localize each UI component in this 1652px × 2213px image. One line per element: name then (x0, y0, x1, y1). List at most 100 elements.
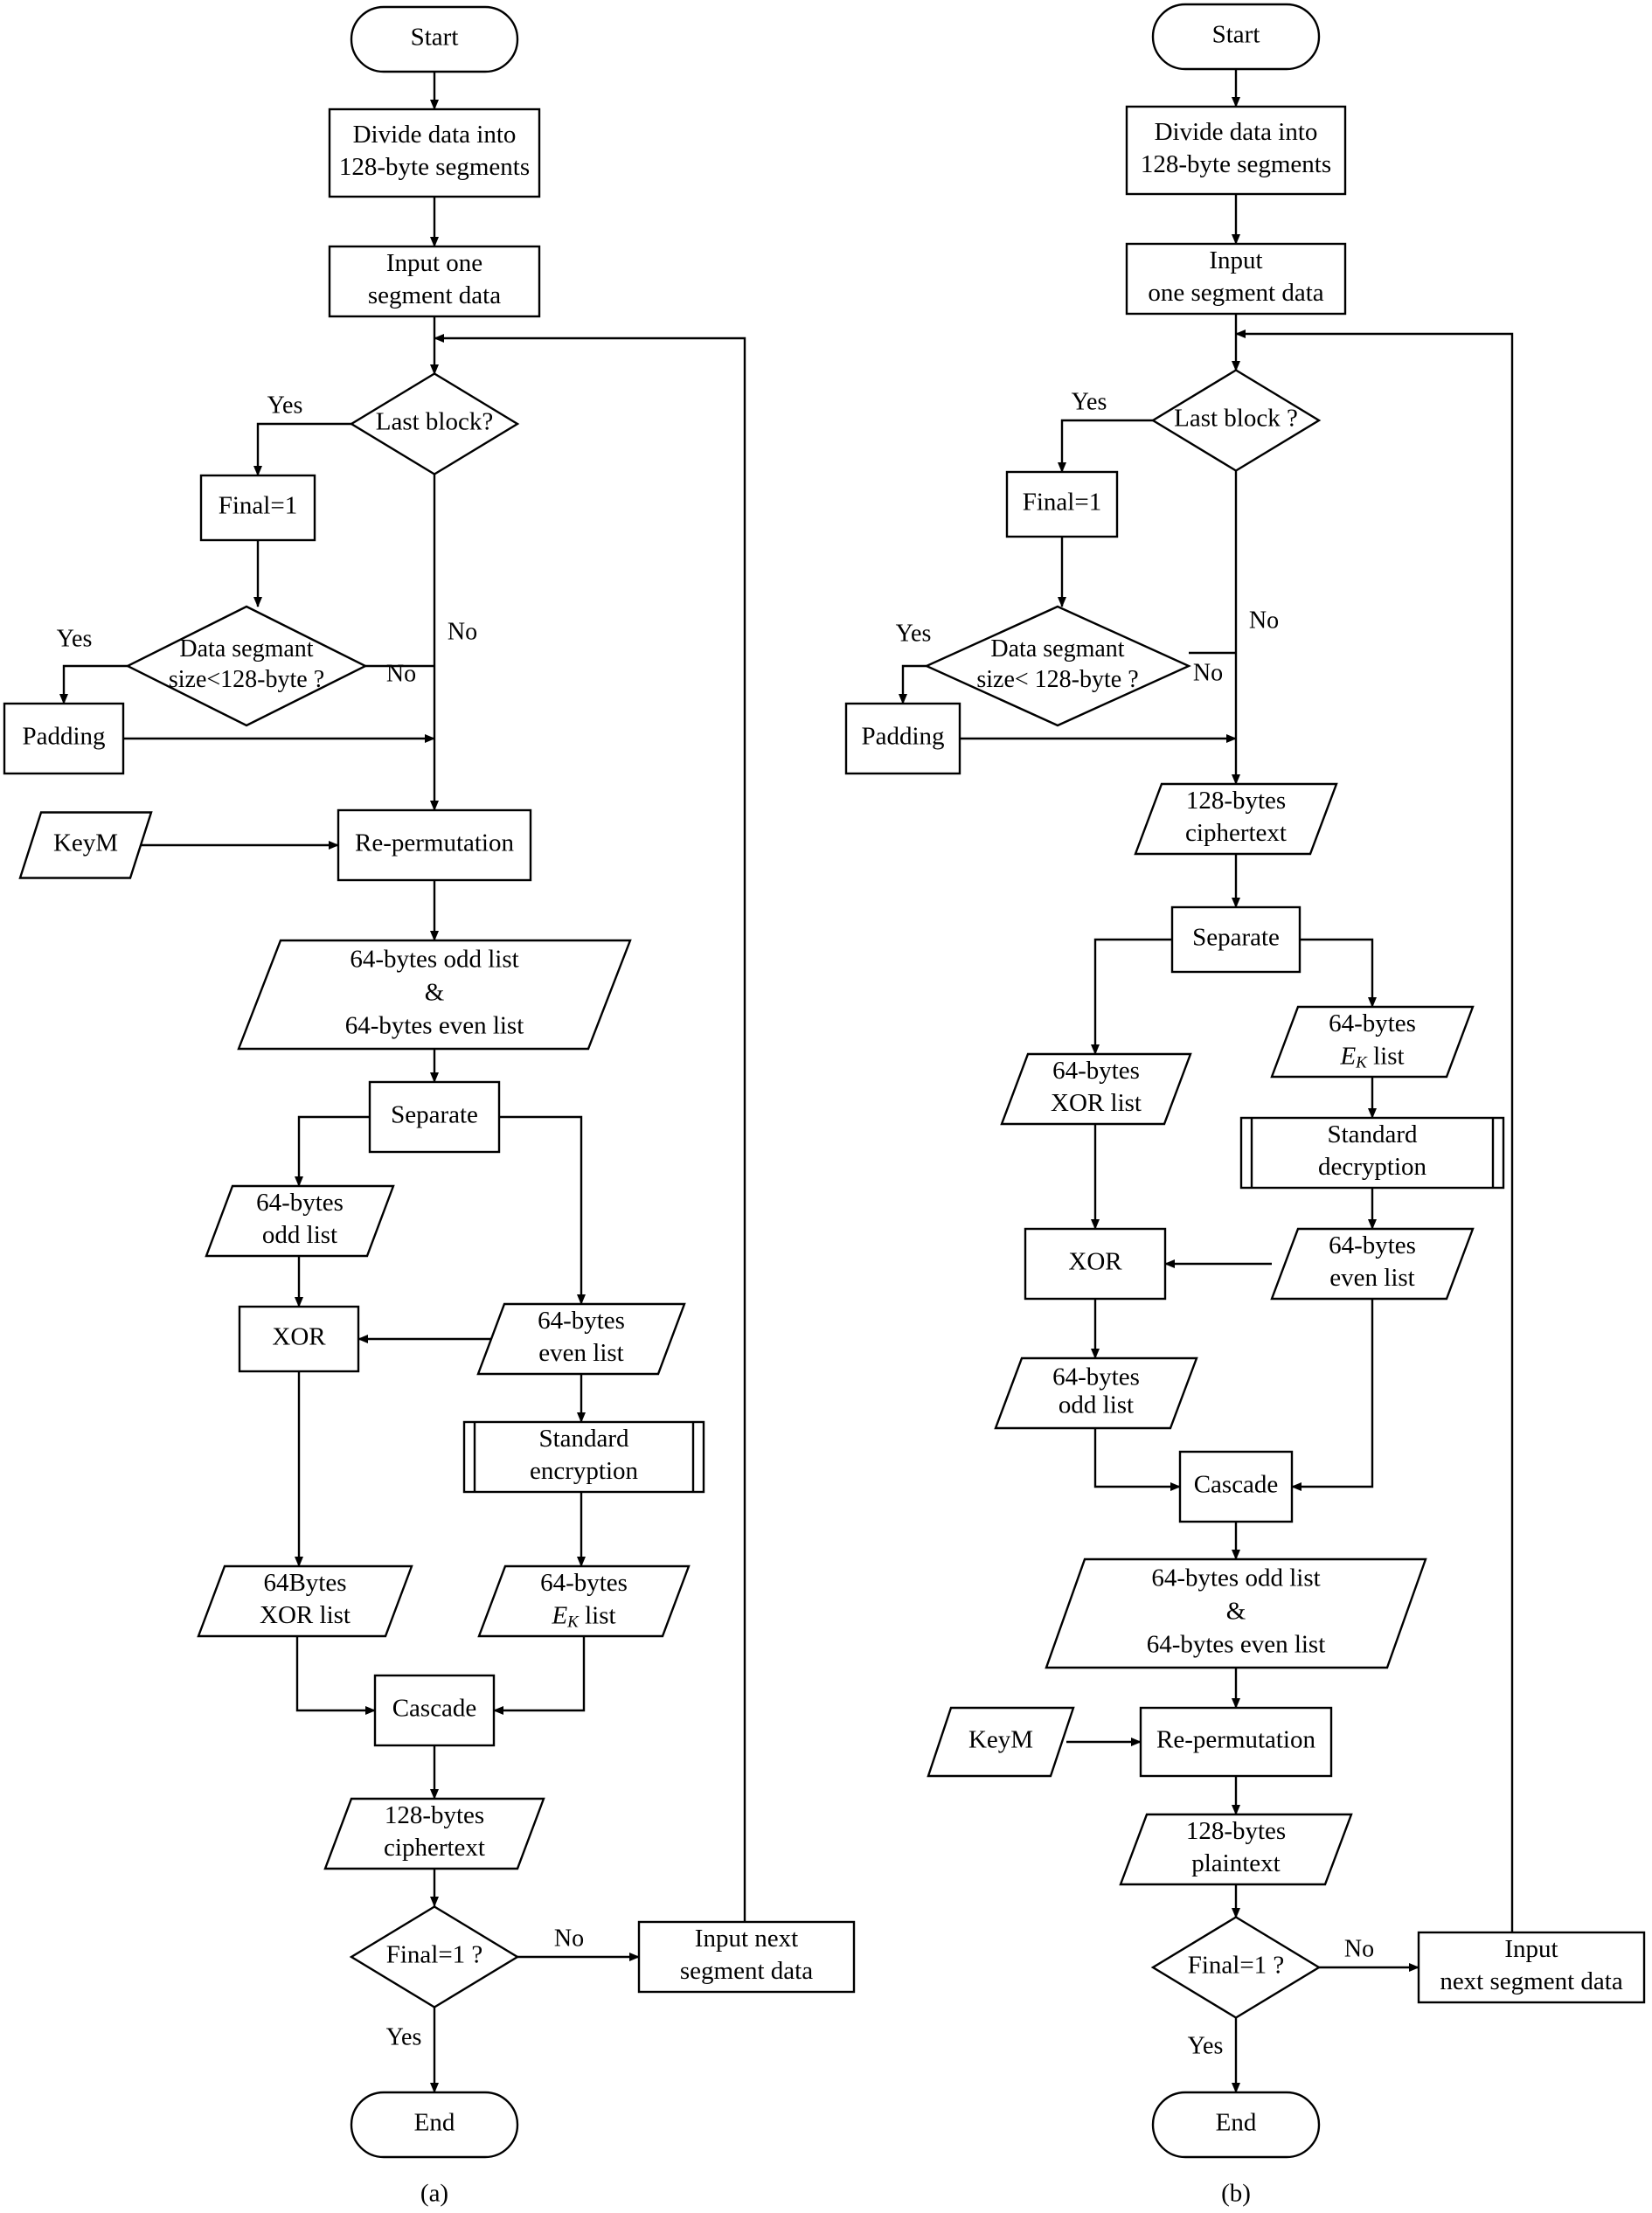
a-arrow-yes-padding (59, 664, 128, 704)
b-start-terminal-label: Start (1212, 21, 1260, 49)
a-next-input-box: Input next segment data (637, 1920, 856, 1994)
b-repermutation-box: Re-permutation (1139, 1706, 1333, 1778)
a-ek-list-line-2: EK list (551, 1601, 615, 1632)
a-next-input-box-line-2: segment data (680, 1957, 813, 1985)
b-start-terminal: Start (1151, 3, 1321, 71)
b-final-set-box-label: Final=1 (1023, 489, 1101, 517)
a-standard-encryption-box-line-2: encryption (530, 1457, 639, 1485)
a-odd-list-line-2: odd list (262, 1221, 337, 1249)
a-even-list-line-1: 64-bytes (538, 1307, 625, 1335)
b-plaintext-line-2: plaintext (1191, 1849, 1280, 1877)
a-odd-even-list-line-2: & (425, 979, 445, 1007)
b-odd-list-line-1: 64-bytes (1052, 1363, 1140, 1391)
b-cascade-box-label: Cascade (1194, 1471, 1279, 1499)
a-arrow-separate-odd (295, 1115, 370, 1187)
a-last-block-decision-label: Last block? (376, 408, 493, 436)
a-ek-list-line-1: 64-bytes (540, 1569, 628, 1597)
a-ciphertext-line-1: 128-bytes (385, 1801, 484, 1829)
b-standard-decryption-box-line-2: decryption (1318, 1153, 1427, 1181)
b-cascade-box: Cascade (1178, 1450, 1294, 1523)
a-padding-box-label: Padding (22, 723, 105, 751)
b-yes-label-final: Yes (1188, 2032, 1224, 2059)
b-yes-label-size: Yes (896, 620, 932, 647)
b-size-check-decision-line-1: Data segmant (990, 635, 1124, 663)
a-arrow-separate-even (499, 1115, 586, 1305)
ek-list-word: list (579, 1601, 616, 1629)
b-repermutation-box-label: Re-permutation (1156, 1726, 1316, 1754)
b-ek-list-line-2: EK list (1339, 1042, 1404, 1072)
b-divide-box: Divide data into 128-byte segments (1125, 105, 1347, 196)
a-cascade-box-label: Cascade (392, 1695, 477, 1723)
b-final-check-decision: Final=1 ? (1150, 1916, 1322, 2019)
b-ciphertext-line-2: ciphertext (1185, 819, 1287, 847)
a-divide-box-line-1: Divide data into (353, 121, 517, 149)
b-padding-box: Padding (844, 702, 961, 775)
b-xor-list-line-2: XOR list (1051, 1089, 1142, 1117)
a-separate-box-label: Separate (391, 1101, 478, 1129)
a-no-label-size: No (386, 660, 416, 687)
a-last-block-decision: Last block? (349, 372, 520, 475)
a-arrow-ek-cascade (493, 1636, 586, 1715)
a-final-set-box: Final=1 (199, 474, 316, 542)
a-final-check-decision: Final=1 ? (349, 1905, 520, 2008)
b-divide-box-line-2: 128-byte segments (1141, 150, 1331, 178)
a-cascade-box: Cascade (373, 1674, 496, 1747)
b-padding-box-label: Padding (861, 723, 944, 751)
b-odd-list-line-2: odd list (1059, 1391, 1134, 1419)
a-odd-even-list-line-3: 64-bytes even list (345, 1012, 524, 1040)
a-yes-label-last: Yes (267, 392, 303, 419)
a-repermutation-box: Re-permutation (337, 808, 532, 882)
a-arrow-yes-final (253, 422, 351, 476)
a-next-input-box-line-1: Input next (695, 1925, 798, 1953)
a-ciphertext-line-2: ciphertext (384, 1834, 485, 1862)
b-arrow-separate-xorlist (1091, 938, 1172, 1055)
b-ciphertext: 128-bytes ciphertext (1134, 782, 1338, 856)
b-divide-box-line-1: Divide data into (1155, 118, 1318, 146)
a-odd-even-list: 64-bytes odd list & 64-bytes even list (237, 939, 632, 1051)
a-divide-box-line-2: 128-byte segments (339, 153, 530, 181)
ek-symbol: E (1339, 1042, 1356, 1070)
b-plaintext-line-1: 128-bytes (1186, 1817, 1286, 1845)
ek-subscript: K (1355, 1054, 1368, 1072)
b-ciphertext-line-1: 128-bytes (1186, 787, 1286, 815)
a-odd-even-list-line-1: 64-bytes odd list (350, 946, 518, 974)
b-loop-back-arrow (1235, 330, 1514, 1932)
b-next-input-box-line-1: Input (1504, 1935, 1558, 1963)
b-arrow-odd-cascade (1093, 1428, 1181, 1491)
b-yes-label-last: Yes (1072, 388, 1107, 415)
b-xor-box-label: XOR (1068, 1248, 1122, 1276)
b-no-label-final: No (1344, 1935, 1374, 1962)
a-start-terminal-label: Start (411, 24, 459, 52)
b-arrow-even-cascade (1291, 1299, 1374, 1491)
a-keym-input-label: KeyM (53, 829, 118, 857)
b-separate-box: Separate (1170, 905, 1301, 974)
a-size-check-decision-line-2: size<128-byte ? (169, 666, 324, 693)
a-xor-box: XOR (238, 1305, 360, 1373)
ek-list-word: list (1367, 1042, 1405, 1070)
b-no-label-last: No (1249, 607, 1279, 634)
a-start-terminal: Start (350, 5, 519, 73)
b-odd-even-list: 64-bytes odd list&64-bytes even list (1045, 1557, 1427, 1669)
a-ek-list: 64-bytes EK list (477, 1564, 691, 1638)
a-yes-label-final: Yes (386, 2023, 422, 2050)
a-size-check-decision-line-1: Data segmant (179, 635, 313, 663)
a-xor-list-line-1: 64Bytes (263, 1569, 346, 1597)
a-caption: (a) (420, 2180, 448, 2208)
b-last-block-decision-label: Last block ? (1174, 405, 1298, 433)
a-odd-list-line-1: 64-bytes (256, 1189, 344, 1217)
b-end-terminal: End (1151, 2091, 1321, 2159)
b-plaintext: 128-bytes plaintext (1119, 1813, 1353, 1886)
a-xor-list-line-2: XOR list (260, 1601, 351, 1629)
b-odd-even-list-line-1: 64-bytes odd list (1151, 1564, 1320, 1592)
a-input-one-box-line-1: Input one (386, 249, 482, 277)
ek-subscript: K (566, 1613, 580, 1632)
b-final-set-box: Final=1 (1005, 470, 1119, 538)
a-end-terminal-label: End (414, 2109, 455, 2137)
